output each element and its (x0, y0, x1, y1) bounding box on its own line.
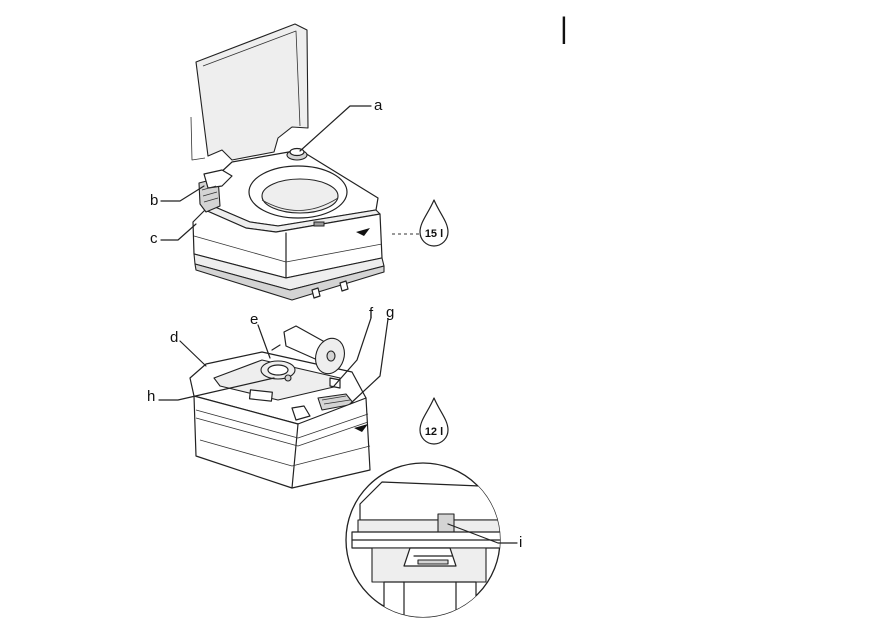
svg-text:12 l: 12 l (425, 426, 443, 438)
arrow-marker (356, 228, 370, 236)
lid (190, 23, 309, 161)
callout-e: e (250, 311, 258, 328)
seat-opening (248, 165, 348, 219)
callout-i: i (519, 534, 522, 551)
upper-tank (190, 23, 385, 301)
callout-f: f (369, 305, 374, 322)
page-marker: | (560, 12, 568, 45)
valve-opening (260, 360, 296, 382)
svg-text:15 l: 15 l (425, 228, 443, 240)
callout-h: h (147, 388, 155, 405)
capacity-drop-upper: 15 l (419, 199, 449, 247)
flush-pump (286, 147, 308, 161)
callout-leaders (158, 105, 518, 544)
outlet-pipe (271, 325, 345, 375)
detail-view (345, 462, 501, 618)
callout-d: d (170, 329, 178, 346)
callout-b: b (150, 192, 158, 209)
callout-c: c (150, 230, 158, 247)
callout-a: a (374, 97, 383, 114)
arrow-marker (354, 424, 368, 432)
callout-g: g (386, 304, 394, 321)
lower-tank (189, 325, 371, 489)
capacity-drop-lower: 12 l (419, 397, 449, 445)
